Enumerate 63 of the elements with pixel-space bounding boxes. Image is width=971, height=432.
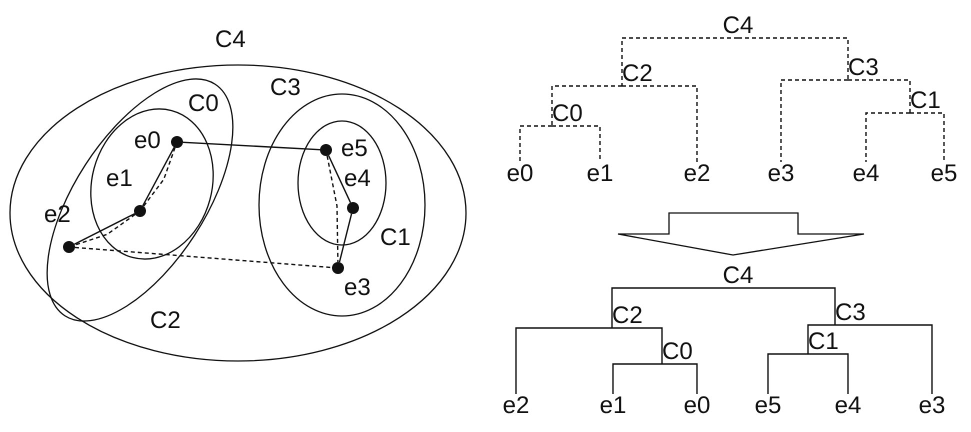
leaf-label: e1 [586,162,614,186]
connector-line [910,112,945,162]
leaf-label: e0 [506,162,534,186]
connector-line [515,327,612,394]
connector-line [612,327,663,364]
connector-line [552,125,601,162]
connector-line [182,142,320,150]
connector-line [662,363,698,394]
leaf-label: e5 [930,162,958,186]
connector-line [808,353,849,394]
leaf-label: e5 [754,394,782,418]
connector-line [326,156,339,262]
connector-line [835,324,933,394]
connector-line [551,85,622,126]
cluster-label: C0 [188,92,219,116]
connector-line [621,37,738,86]
connector-line [612,363,662,394]
connector-line [74,246,332,268]
connector-line [328,155,352,203]
leaf-label: e1 [600,394,626,418]
point-label: e5 [341,137,368,161]
leaf-label: e4 [852,162,880,186]
connector-line [338,214,352,262]
connector-line [611,287,738,328]
connector-line [519,125,552,162]
cluster-label: C4 [215,28,246,52]
connector-line [848,79,911,113]
point-label: e4 [344,167,371,191]
data-point [134,205,146,217]
leaf-label: e4 [834,394,862,418]
connector-line [767,353,808,394]
cluster-label: C1 [380,226,411,250]
data-point [332,262,344,274]
connector-line [865,112,910,162]
point-label: e3 [344,276,371,300]
cluster-label: C4 [722,264,754,288]
connector-line [738,287,836,325]
leaf-label: e0 [684,394,710,418]
data-point [347,202,359,214]
data-point [171,136,183,148]
connector-line [622,85,698,162]
cluster-label: C3 [270,76,301,100]
leaf-label: e3 [918,394,946,418]
point-label: e0 [134,129,161,153]
cluster-label: C2 [622,62,653,86]
leaf-label: e2 [684,162,710,186]
cluster-label: C1 [910,89,941,113]
connector-line [807,324,835,354]
leaf-label: e3 [768,162,794,186]
cluster-label: C4 [722,14,754,38]
cluster-label: C0 [662,340,693,364]
cluster-label: C3 [835,301,866,325]
point-label: e1 [106,167,133,191]
data-point [63,241,75,253]
cluster-label: C0 [552,102,583,126]
cluster-label: C2 [612,304,643,328]
connector-line [780,79,848,162]
leaf-label: e2 [502,394,530,418]
cluster-label: C2 [150,309,181,333]
connector-line [738,37,849,80]
data-point [320,144,332,156]
cluster-label: C3 [848,56,879,80]
cluster-label: C1 [808,330,839,354]
